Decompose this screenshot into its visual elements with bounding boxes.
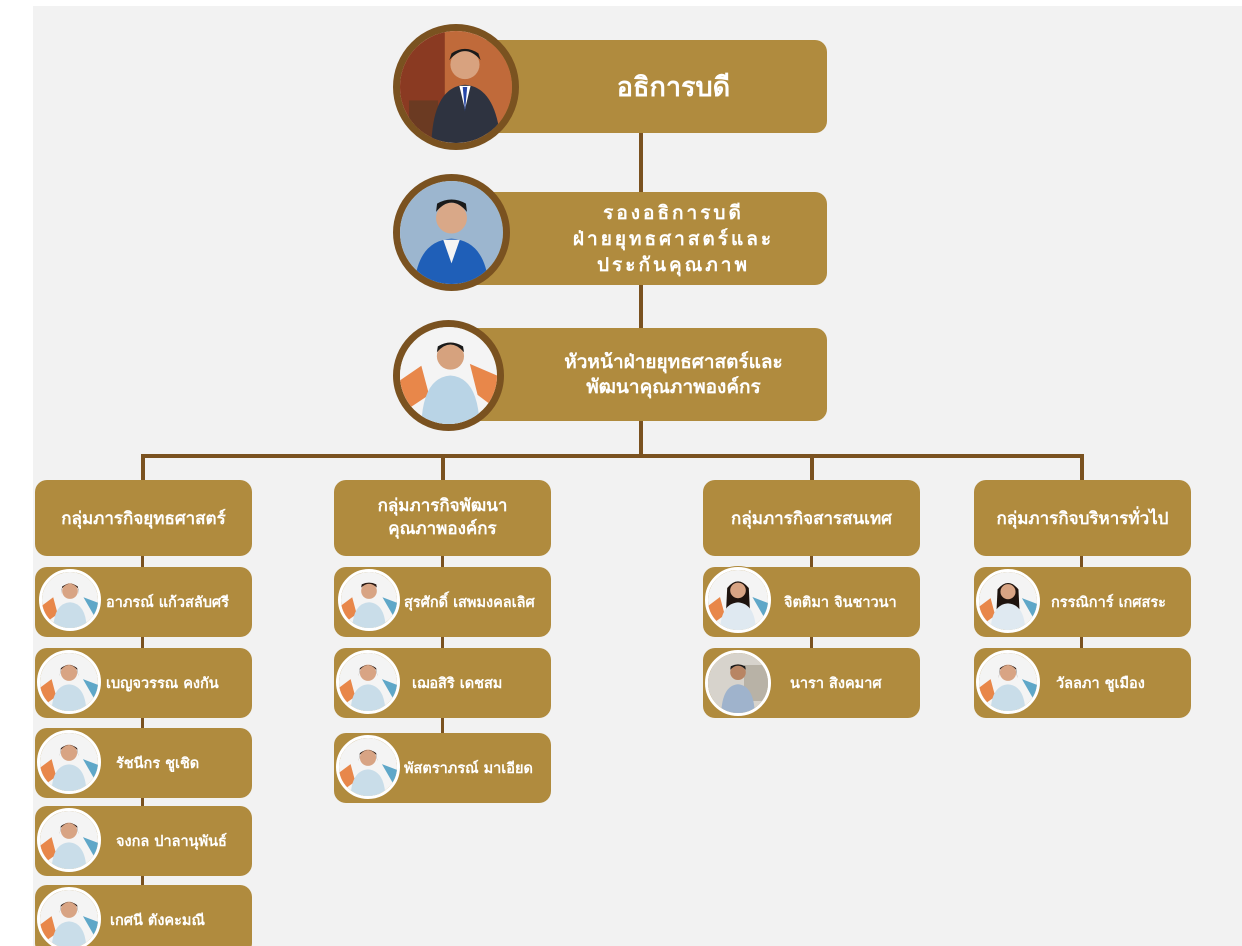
head-title-line1: หัวหน้าฝ่ายยุทธศาสตร์และ (564, 350, 783, 373)
group-quality-header: กลุ่มภารกิจพัฒนา คุณภาพองค์กร (334, 480, 551, 556)
deputy-title-line3: ประกันคุณภาพ (596, 253, 751, 276)
member-name: อาภรณ์ แก้วสลับศรี (106, 594, 229, 611)
member-name: เบญจวรรณ คงกัน (106, 675, 219, 692)
group-quality-title-line2: คุณภาพองค์กร (388, 519, 497, 539)
member-photo (37, 887, 101, 946)
connector-drop-1 (141, 454, 145, 480)
head-box: หัวหน้าฝ่ายยุทธศาสตร์และ พัฒนาคุณภาพองค์… (460, 328, 827, 421)
connector-horizontal-bus (141, 454, 1084, 458)
group-admin-header: กลุ่มภารกิจบริหารทั่วไป (974, 480, 1191, 556)
group-it-title: กลุ่มภารกิจสารสนเทศ (731, 508, 892, 529)
deputy-photo (393, 174, 510, 291)
member-photo (705, 567, 771, 633)
group-it-header: กลุ่มภารกิจสารสนเทศ (703, 480, 920, 556)
director-photo (393, 24, 519, 150)
head-photo-image (400, 327, 497, 424)
deputy-director-box: รองอธิการบดี ฝ่ายยุทธศาสตร์และ ประกันคุณ… (460, 192, 827, 285)
member-photo (37, 730, 101, 794)
member-name: กรรณิการ์ เกศสระ (1051, 594, 1166, 611)
member-photo (976, 569, 1040, 633)
member-photo (37, 808, 101, 872)
group-strategy-header: กลุ่มภารกิจยุทธศาสตร์ (35, 480, 252, 556)
director-photo-image (400, 31, 512, 143)
member-name: สุรศักดิ์ เสพมงคลเลิศ (404, 594, 535, 611)
member-photo (37, 650, 101, 714)
director-title: อธิการบดี (616, 72, 731, 103)
member-photo (336, 650, 400, 714)
head-photo (393, 320, 504, 431)
member-name: พัสตราภรณ์ มาเอียด (404, 760, 533, 777)
connector-drop-3 (810, 454, 814, 480)
member-name: นารา สิงคมาศ (790, 675, 882, 692)
group-admin-title: กลุ่มภารกิจบริหารทั่วไป (996, 508, 1169, 529)
connector-drop-4 (1080, 454, 1084, 480)
member-name: จิตติมา จินชาวนา (784, 594, 897, 611)
member-name: รัชนีกร ชูเชิด (116, 755, 200, 772)
deputy-title-line2: ฝ่ายยุทธศาสตร์และ (572, 227, 775, 250)
group-quality-title-line1: กลุ่มภารกิจพัฒนา (377, 496, 508, 516)
deputy-photo-image (400, 181, 503, 284)
chart-background (33, 6, 1242, 946)
group-strategy-title: กลุ่มภารกิจยุทธศาสตร์ (61, 508, 226, 529)
deputy-title-line1: รองอธิการบดี (603, 201, 744, 224)
head-title-line2: พัฒนาคุณภาพองค์กร (586, 375, 761, 398)
member-name: เกศนี ตังคะมณี (110, 912, 205, 929)
member-photo (338, 569, 400, 631)
connector-drop-2 (441, 454, 445, 480)
member-photo (336, 735, 400, 799)
member-name: วัลลภา ชูเมือง (1056, 675, 1145, 692)
member-photo (39, 569, 101, 631)
director-box: อธิการบดี (460, 40, 827, 133)
member-photo (976, 650, 1040, 714)
member-name: เฌอสิริ เดชสม (412, 675, 503, 692)
connector-top-trunk (639, 128, 643, 454)
member-photo (705, 650, 771, 716)
member-name: จงกล ปาลานุพันธ์ (116, 833, 227, 850)
